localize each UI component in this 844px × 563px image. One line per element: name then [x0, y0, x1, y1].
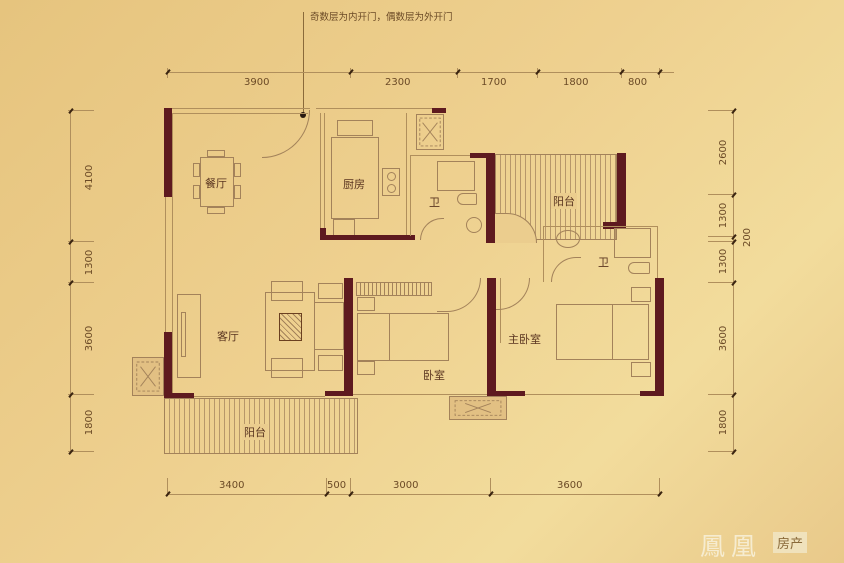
dim-right-4: 1300 [718, 248, 730, 275]
wall-balcony-north-east [617, 153, 626, 229]
toilet-bath1 [457, 193, 477, 205]
room-label-balcony-north: 阳台 [551, 193, 577, 209]
tv-cabinet [177, 294, 201, 378]
kitchen-stove [382, 168, 400, 196]
aircon-bedroom [449, 396, 507, 420]
watermark-brand: 鳳凰 [700, 532, 763, 561]
room-label-living: 客厅 [217, 330, 239, 343]
dim-top-3: 1700 [481, 77, 507, 88]
dim-right-6: 1800 [718, 409, 730, 436]
dim-left-2: 1300 [84, 249, 96, 276]
sofa [314, 302, 344, 350]
bedroom-door-swing [437, 278, 481, 312]
side-table-bottom [318, 355, 343, 371]
room-label-bath1: 卫 [429, 196, 440, 209]
dim-top-5: 800 [628, 77, 648, 88]
wall-master-east [655, 278, 664, 396]
wall-master-west [487, 278, 496, 396]
dim-bottom-1: 3400 [219, 480, 245, 491]
armchair-top [271, 281, 303, 301]
master-door-swing [496, 278, 530, 310]
dim-left-3: 3600 [84, 325, 96, 352]
dim-right-3: 200 [742, 227, 754, 248]
kitchen-counter [331, 137, 379, 219]
toilet-bath2 [628, 262, 650, 274]
wall-bath1-east [486, 153, 495, 243]
shower-tray-2 [614, 228, 651, 258]
dim-left-4: 1800 [84, 409, 96, 436]
room-label-dining: 餐厅 [205, 177, 227, 190]
dim-right-5: 3600 [718, 325, 730, 352]
dim-top-4: 1800 [563, 77, 589, 88]
kitchen-sink [337, 120, 373, 136]
wall-living-west [164, 332, 172, 398]
armchair-bottom [271, 358, 303, 378]
wall-living-east [344, 278, 353, 396]
bath2-door-swing [551, 257, 581, 282]
wardrobe [356, 282, 432, 296]
dim-right-1: 2600 [718, 139, 730, 166]
watermark-badge: 房产 [773, 532, 808, 553]
room-label-master-bedroom: 主卧室 [508, 333, 541, 346]
wall-kitchen-south [320, 235, 415, 240]
dim-right-2: 1300 [718, 202, 730, 229]
room-label-kitchen: 厨房 [343, 178, 365, 191]
room-label-bedroom: 卧室 [423, 369, 445, 382]
dim-left-1: 4100 [84, 164, 96, 191]
dim-top-2: 2300 [385, 77, 411, 88]
shaft-box [416, 114, 444, 150]
dim-bottom-2: 500 [327, 480, 347, 491]
shower-tray [437, 161, 475, 191]
coffee-table [279, 313, 302, 341]
wall-dining-west [164, 108, 172, 197]
entrance-door-swing [262, 110, 310, 158]
aircon-living [132, 357, 164, 396]
note-leader-line [303, 12, 304, 114]
side-table-top [318, 283, 343, 299]
dim-top-1: 3900 [244, 77, 270, 88]
dim-bottom-3: 3000 [393, 480, 419, 491]
basin-bath2 [556, 230, 580, 248]
door-opening-note: 奇数层为内开门，偶数层为外开门 [310, 12, 453, 23]
room-label-bath2: 卫 [598, 256, 609, 269]
bath1-door-swing [420, 218, 444, 240]
basin-bath1 [466, 217, 482, 233]
dim-bottom-4: 3600 [557, 480, 583, 491]
room-label-balcony-south: 阳台 [242, 424, 268, 440]
